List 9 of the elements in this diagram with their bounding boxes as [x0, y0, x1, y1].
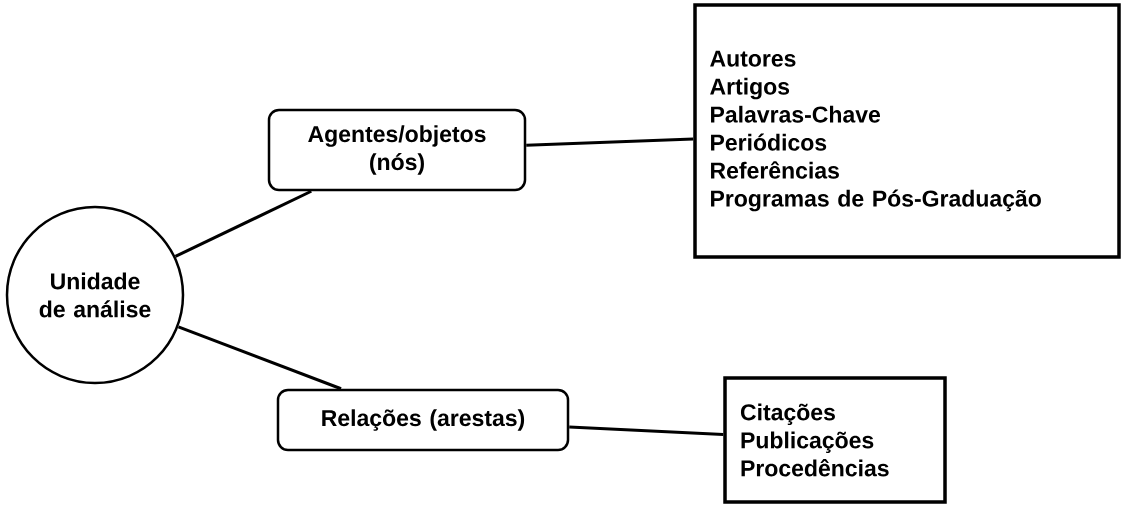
- connector-line: [177, 325, 342, 391]
- circle-node: Unidade de análise: [5, 205, 185, 385]
- list-box: Autores Artigos Palavras-Chave Periódicos Referências Programas de Pós-Graduação: [693, 3, 1121, 259]
- connector-line: [174, 189, 312, 258]
- connector-line: [569, 425, 724, 437]
- rounded-box: Relações (arestas): [276, 388, 570, 452]
- connector-line: [526, 137, 694, 147]
- rounded-box: Agentes/objetos (nós): [267, 108, 527, 192]
- list-box: Citações Publicações Procedências: [723, 376, 947, 504]
